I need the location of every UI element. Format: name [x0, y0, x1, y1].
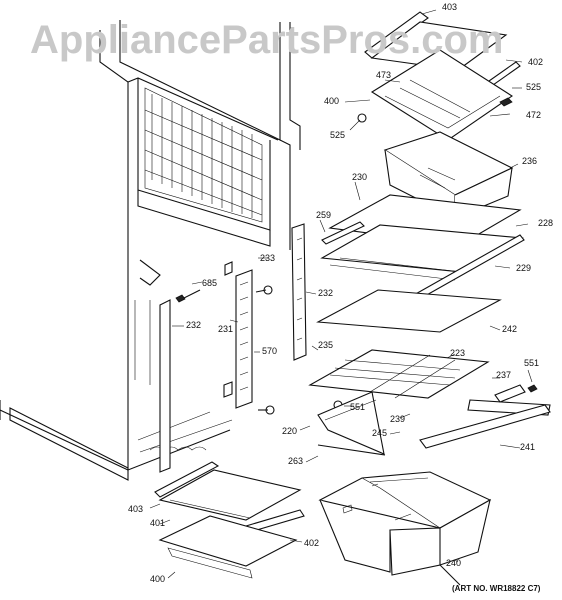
shelf-rails — [159, 223, 307, 473]
callout-551-right: 551 — [524, 358, 540, 368]
callout-220: 220 — [282, 426, 298, 436]
lower-shelves-and-drawers — [154, 461, 492, 586]
callout-232-left: 232 — [186, 320, 202, 330]
glass-shelves — [308, 194, 551, 456]
art-number: (ART NO. WR18822 C7) — [452, 584, 541, 593]
callout-223: 223 — [450, 348, 466, 358]
callout-233: 233 — [260, 253, 276, 263]
site-watermark: AppliancePartsPros.com — [30, 18, 504, 62]
callout-235: 235 — [318, 340, 334, 350]
callout-228: 228 — [538, 218, 554, 228]
callout-400-bottom: 400 — [150, 574, 166, 584]
callout-403-bottom: 403 — [128, 504, 144, 514]
callout-232-right: 232 — [318, 288, 334, 298]
callout-240: 240 — [446, 558, 462, 568]
callout-402-bottom: 402 — [304, 538, 320, 548]
leader-lines — [149, 9, 533, 579]
callout-241: 241 — [520, 442, 536, 452]
callout-259: 259 — [316, 210, 332, 220]
callout-229: 229 — [516, 263, 532, 273]
callout-403-top: 403 — [442, 2, 458, 12]
callout-230: 230 — [352, 172, 368, 182]
callout-472: 472 — [526, 110, 542, 120]
callout-237: 237 — [496, 370, 512, 380]
callout-525-left: 525 — [330, 130, 346, 140]
callout-242: 242 — [502, 324, 518, 334]
callout-400-top: 400 — [324, 96, 340, 106]
callout-525-right: 525 — [526, 82, 542, 92]
callout-685: 685 — [202, 278, 218, 288]
callout-236: 236 — [522, 156, 538, 166]
callout-263: 263 — [288, 456, 304, 466]
callout-231: 231 — [218, 324, 234, 334]
callout-245: 245 — [372, 428, 388, 438]
callout-551-left: 551 — [350, 402, 366, 412]
callout-570: 570 — [262, 346, 278, 356]
callout-473: 473 — [376, 70, 392, 80]
callout-239: 239 — [390, 414, 406, 424]
callout-402-top: 402 — [528, 57, 544, 67]
refrigerator-cabinet — [0, 20, 301, 481]
callout-401: 401 — [150, 518, 166, 528]
